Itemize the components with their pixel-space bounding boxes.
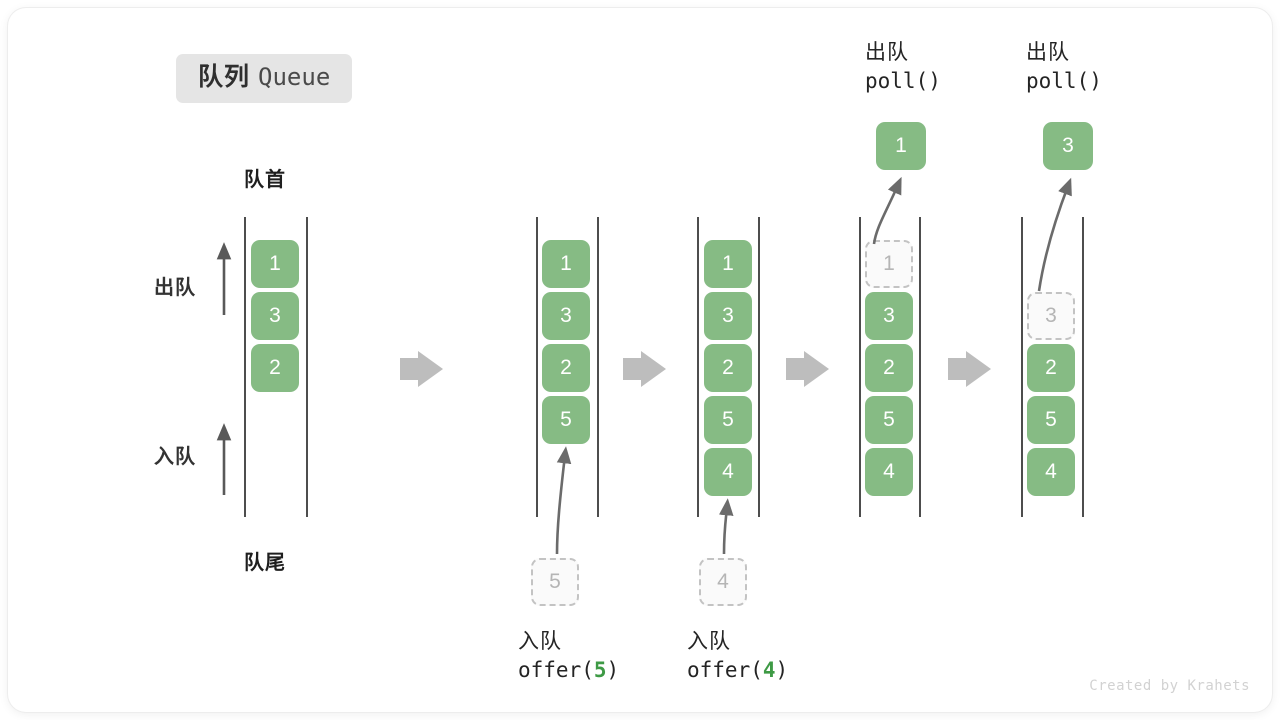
queue-cell: 4 (1027, 448, 1075, 496)
title-english: Queue (258, 63, 331, 91)
queue-head-label: 队首 (244, 169, 286, 191)
incoming-ghost-cell: 4 (699, 558, 747, 606)
offer-4-label-code: offer(4) (687, 656, 788, 684)
offer-5-code-prefix: offer( (518, 658, 594, 683)
offer-5-label-cn: 入队 (518, 630, 562, 653)
queue-cell: 2 (865, 344, 913, 392)
offer-4-label-cn: 入队 (687, 630, 731, 653)
outgoing-ghost-cell: 1 (865, 240, 913, 288)
queue-rail-right-4 (919, 217, 921, 517)
queue-rail-left-3 (697, 217, 699, 517)
incoming-ghost-cell: 5 (531, 558, 579, 606)
queue-cell: 2 (542, 344, 590, 392)
queue-cell: 5 (1027, 396, 1075, 444)
step-arrow-4 (948, 351, 991, 387)
queue-rail-left-4 (859, 217, 861, 517)
poll-3-label: 出队 poll() (1026, 39, 1102, 96)
queue-cell: 3 (865, 292, 913, 340)
queue-cell: 2 (1027, 344, 1075, 392)
queue-cell: 5 (542, 396, 590, 444)
queue-rail-right-2 (597, 217, 599, 517)
queue-tail-label: 队尾 (244, 552, 286, 574)
queue-rail-right-1 (306, 217, 308, 517)
dequeue-side-label: 出队 (154, 277, 196, 299)
poll-3-label-cn: 出队 (1026, 41, 1070, 64)
queue-cell: 4 (704, 448, 752, 496)
poll-3-arrow (1037, 177, 1072, 292)
queue-cell: 5 (704, 396, 752, 444)
offer-5-arrow (555, 446, 572, 555)
queue-cell: 3 (542, 292, 590, 340)
poll-1-label-code: poll() (865, 69, 941, 94)
queue-rail-right-5 (1082, 217, 1084, 517)
step-arrow-3 (786, 351, 829, 387)
offer-4-label: 入队 offer(4) (687, 628, 788, 685)
offer-5-label: 入队 offer(5) (518, 628, 619, 685)
queue-cell: 5 (865, 396, 913, 444)
offer-4-code-num: 4 (762, 658, 776, 683)
queue-cell: 2 (704, 344, 752, 392)
watermark: Created by Krahets (1089, 678, 1250, 694)
queue-rail-left-2 (536, 217, 538, 517)
poll-1-label: 出队 poll() (865, 39, 941, 96)
queue-cell: 2 (251, 344, 299, 392)
queue-rail-left-1 (244, 217, 246, 517)
arrows-overlay (216, 176, 1072, 555)
polled-value-cell: 1 (876, 122, 926, 170)
queue-cell: 3 (251, 292, 299, 340)
queue-rail-right-3 (758, 217, 760, 517)
queue-cell: 1 (704, 240, 752, 288)
poll-1-label-cn: 出队 (865, 41, 909, 64)
offer-4-arrow (718, 498, 734, 555)
offer-5-code-num: 5 (593, 658, 607, 683)
offer-4-code-prefix: offer( (687, 658, 763, 683)
title-chinese: 队列 (198, 63, 251, 91)
queue-cell: 1 (251, 240, 299, 288)
offer-5-code-suffix: ) (606, 658, 620, 683)
queue-cell: 3 (704, 292, 752, 340)
step-arrow-1 (400, 351, 443, 387)
offer-5-label-code: offer(5) (518, 656, 619, 684)
polled-value-cell: 3 (1043, 122, 1093, 170)
enqueue-side-label: 入队 (154, 446, 196, 468)
step-arrow-2 (623, 351, 666, 387)
offer-4-code-suffix: ) (775, 658, 789, 683)
poll-3-label-code: poll() (1026, 69, 1102, 94)
outgoing-ghost-cell: 3 (1027, 292, 1075, 340)
queue-rail-left-5 (1021, 217, 1023, 517)
queue-cell: 4 (865, 448, 913, 496)
queue-cell: 1 (542, 240, 590, 288)
poll-1-arrow (872, 176, 902, 245)
